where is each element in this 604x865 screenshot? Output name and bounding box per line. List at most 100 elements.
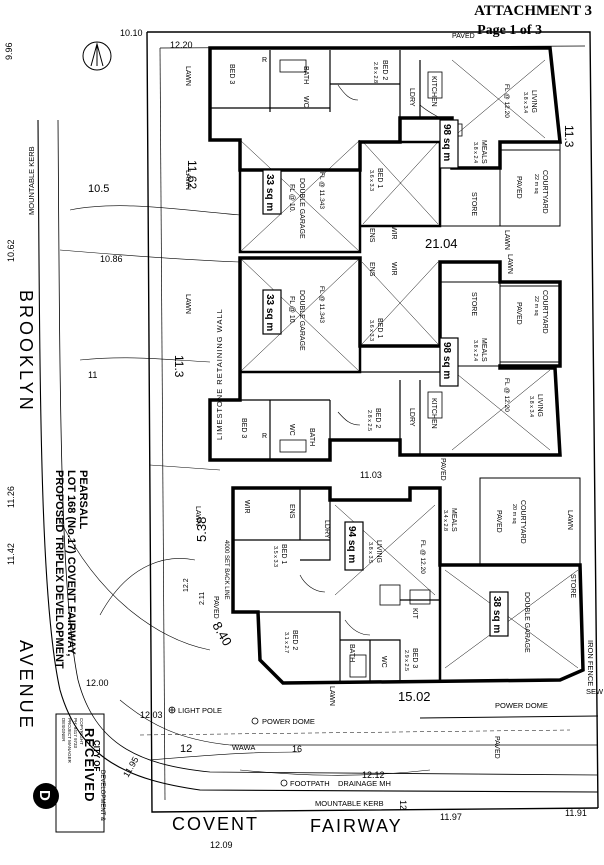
top-bed3: BED 3 (228, 64, 235, 84)
top-r: R (262, 57, 267, 64)
level-l25: 11.3 (562, 125, 576, 148)
mid-ldry: LDRY (408, 408, 415, 427)
top-living: LIVING (530, 90, 537, 113)
mid-wc: WC (288, 424, 295, 436)
power-dome-icon (251, 717, 259, 725)
kerb-bottom-label: MOUNTABLE KERB (315, 799, 384, 808)
top-fl: FL @ 11.343 (318, 172, 325, 209)
stamp-dept: DEVELOPMENT & (99, 770, 105, 821)
level-l10: 11.26 (6, 486, 16, 508)
unit-top-walls (208, 46, 562, 254)
mid-r: R (262, 433, 267, 440)
bot-bed3: BED 3 (411, 648, 418, 668)
retaining-wall-label: LIMESTONE RETAINING WALL (215, 308, 224, 440)
titleblock-line-3: PH: 9417 9733 (73, 718, 78, 749)
level-l16: 12.09 (210, 840, 233, 850)
bot-bed2: BED 2 (291, 630, 298, 650)
mid-garage-area-box: 33 sq m (262, 289, 282, 335)
top-bed2: BED 2 (381, 60, 388, 80)
stamp-received: RECEIVED (82, 728, 97, 802)
bot-meals: MEALS (450, 508, 457, 532)
level-l22: 12.00 (86, 678, 109, 688)
titleblock-line-1: DESIGNER (61, 718, 66, 742)
mid-bed3: BED 3 (240, 418, 247, 438)
level-l21: 12 (180, 743, 192, 755)
mid-paved: PAVED (515, 302, 522, 325)
bot-wir: WIR (243, 500, 250, 514)
mid-ens: ENS (368, 262, 375, 277)
bot-area-box: 94 sq m (344, 521, 364, 571)
bot-store: STORE (569, 574, 576, 598)
dim-d4: 8.40 (209, 619, 235, 648)
top-lawn-1: LAWN (184, 66, 191, 86)
top-kitchen: KITCHEN (430, 76, 437, 107)
proposal-line-1: PROPOSED TRIPLEX DEVELOPMENT (53, 470, 65, 669)
dim-d1: 21.04 (425, 236, 458, 251)
power-dome-right-label: POWER DOME (495, 701, 548, 710)
unit-mid-walls (208, 256, 562, 462)
stamp-city: CITY OF (92, 740, 101, 772)
bot-bed3-size: 2.9 x 2.5 (403, 650, 409, 671)
top-bed1-size: 3.6 x 3.3 (368, 170, 374, 191)
mid-bed2-size: 2.8 x 2.5 (366, 410, 372, 431)
top-paved: PAVED (515, 176, 522, 199)
bot-meals-size: 3.4 x 2.8 (442, 510, 448, 531)
site-boundary (37, 31, 599, 813)
bot-kit: KIT (411, 608, 418, 620)
titleblock-line-2: PROJECT MANAGER (67, 718, 72, 764)
bot-courtyard: COURTYARD (519, 500, 526, 544)
mid-kitchen: KITCHEN (430, 398, 437, 429)
top-bed1: BED 1 (376, 168, 383, 188)
top-lawn-2: LAWN (184, 170, 191, 190)
level-l2: 9.96 (4, 42, 14, 60)
bot-paved-3: PAVED (493, 736, 500, 759)
street-name-left-suffix: AVENUE (16, 640, 36, 731)
bot-living-size: 3.8 x 3.5 (367, 542, 373, 563)
top-meals: MEALS (480, 140, 487, 164)
mid-bath: BATH (308, 428, 315, 446)
proposal-title: PROPOSED TRIPLEX DEVELOPMENT LOT 168 (No… (53, 470, 89, 669)
bot-garage-area: 38 sq m (491, 596, 502, 633)
power-dome-label: POWER DOME (262, 717, 315, 726)
top-area-box: 98 sq m (439, 119, 459, 169)
top-bath: BATH (302, 66, 309, 84)
bot-bed1-size: 3.5 x 3.3 (272, 546, 278, 567)
top-courtyard-size: 22 m sq (533, 174, 539, 194)
mid-wir: WIR (390, 262, 397, 276)
mid-lawn-1: LAWN (184, 294, 191, 314)
iron-fence-label: IRON FENCE (586, 640, 595, 686)
level-l18: 11.91 (565, 808, 587, 818)
courtyards (479, 149, 581, 565)
setback-label: 4000 SET BACK LINE (223, 540, 229, 600)
bot-ens: ENS (288, 504, 295, 519)
mid-garage-fl: FL @ 10. (288, 296, 295, 325)
top-living-fl: FL @ 12.20 (503, 84, 510, 118)
bot-garage-area-box: 38 sq m (489, 591, 509, 637)
mid-bed2: BED 2 (374, 408, 381, 428)
bot-wc: WC (380, 656, 387, 668)
bot-fl: FL @ 12.20 (419, 540, 426, 574)
wawa-label: WAWA (232, 743, 255, 752)
unit-bot-walls (231, 486, 585, 685)
proposal-line-2: LOT 168 (No.17) COVENT FAIRWAY, (65, 470, 77, 656)
drainage-label: DRAINAGE MH (338, 779, 391, 788)
mid-store: STORE (470, 292, 477, 316)
mid-bed1-size: 3.6 x 3.3 (368, 320, 374, 341)
mid-courtyard-size: 22 m sq (533, 296, 539, 316)
top-garage-fl: FL @ 10. (288, 184, 295, 213)
top-meals-size: 3.8 x 2.4 (472, 142, 478, 163)
mid-garage-area: 33 sq m (264, 294, 275, 331)
titleblock-line-4: COPYRIGHT (79, 718, 84, 745)
top-ldry: LDRY (408, 88, 415, 107)
level-l9: 11 (88, 370, 97, 380)
bot-garage: DOUBLE GARAGE (523, 592, 530, 653)
level-l11: 11.42 (6, 543, 16, 565)
mid-living-size: 3.8 x 3.4 (528, 396, 534, 417)
light-pole-icon (168, 706, 176, 714)
top-store: STORE (470, 192, 477, 216)
attachment-label: ATTACHMENT 3 (474, 3, 592, 19)
level-l24: 16 (292, 744, 302, 754)
received-stamp: RECEIVED CITY OF DEVELOPMENT & D (33, 728, 105, 821)
